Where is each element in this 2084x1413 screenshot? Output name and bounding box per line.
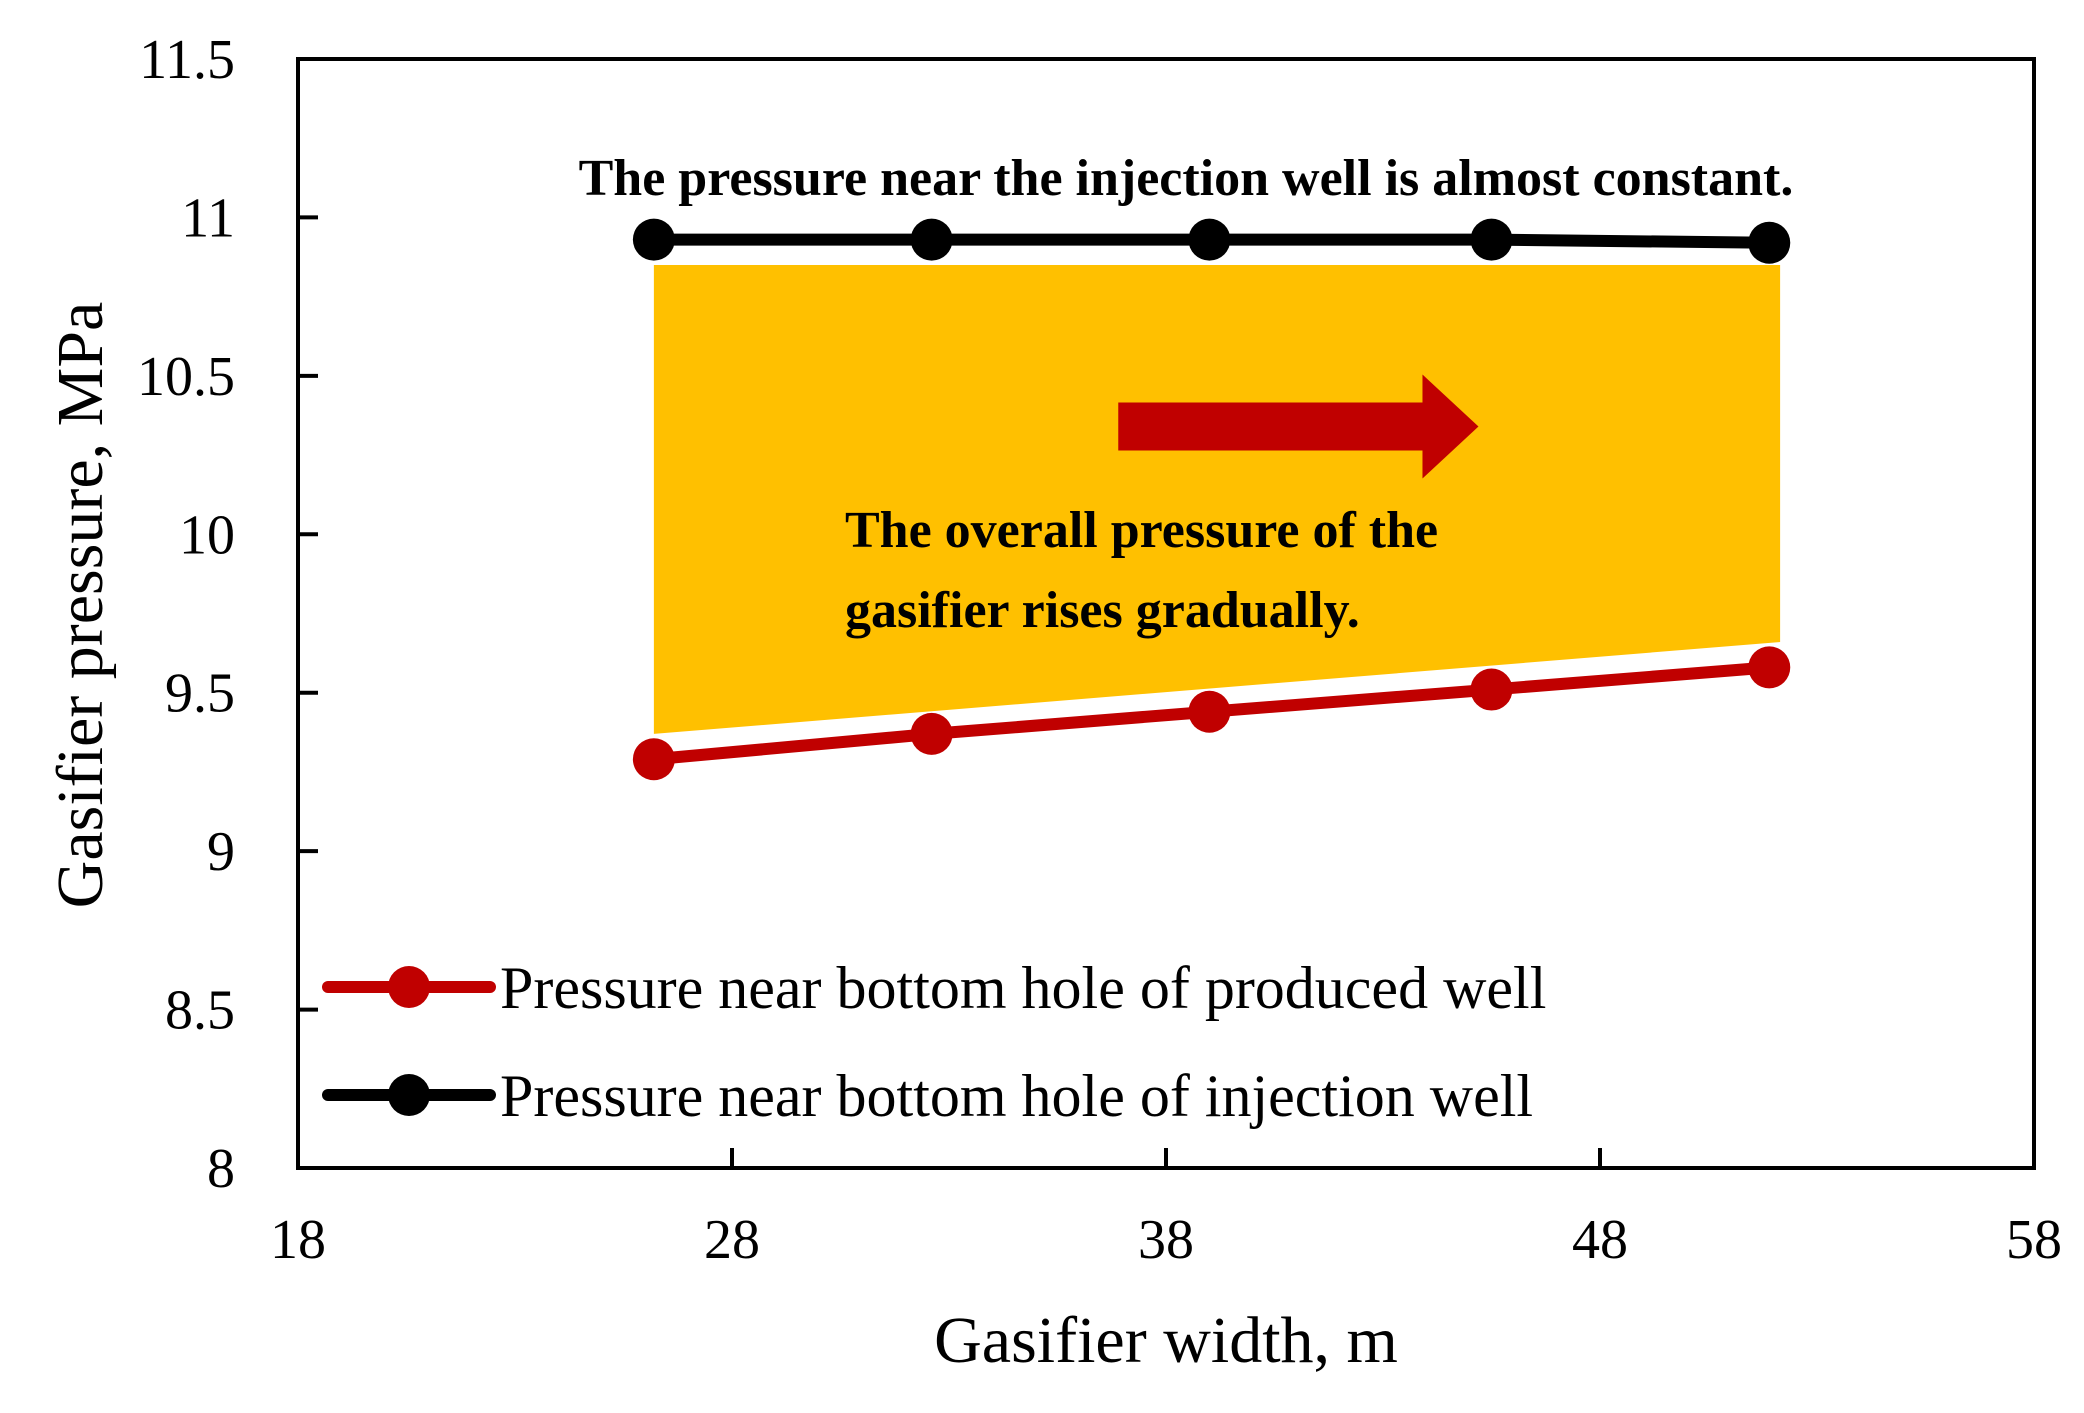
y-tick-labels: 8 8.5 9 9.5 10 10.5 11 11.5: [137, 29, 235, 1200]
legend: Pressure near bottom hole of produced we…: [322, 955, 1546, 1129]
x-tick-label: 48: [1572, 1209, 1628, 1271]
series-0-point: [632, 738, 675, 781]
y-tick-label: 11.5: [139, 29, 235, 91]
x-tick-label: 28: [704, 1209, 760, 1271]
y-tick-label: 8: [207, 1138, 235, 1200]
legend-marker-produced: [388, 966, 430, 1008]
y-tick-label: 11: [181, 187, 235, 249]
y-tick-label: 10: [179, 504, 235, 566]
series-0-point: [1188, 690, 1231, 733]
plot-layer: [296, 57, 2036, 1170]
trend-arrow: [1118, 374, 1479, 479]
x-tick-label: 58: [2006, 1209, 2062, 1271]
y-tick-label: 9: [207, 821, 235, 883]
series-layer: [632, 218, 1791, 781]
x-axis-title: Gasifier width, m: [934, 1304, 1398, 1377]
y-tick-label: 8.5: [165, 980, 235, 1042]
series-0-point: [1748, 646, 1791, 689]
annotation-middle-line2: gasifier rises gradually.: [845, 582, 1360, 639]
legend-label-produced: Pressure near bottom hole of produced we…: [500, 955, 1546, 1021]
x-tick-labels: 18 28 38 48 58: [270, 1209, 2062, 1271]
x-tick-label: 18: [270, 1209, 326, 1271]
legend-label-injection: Pressure near bottom hole of injection w…: [500, 1063, 1533, 1129]
y-tick-label: 10.5: [137, 346, 235, 408]
series-0-point: [1470, 668, 1513, 711]
series-1-point: [632, 218, 675, 261]
annotation-top: The pressure near the injection well is …: [579, 150, 1794, 207]
series-0-point: [910, 712, 953, 755]
x-tick-label: 38: [1138, 1209, 1194, 1271]
series-1-point: [1748, 221, 1791, 264]
annotation-middle-line1: The overall pressure of the: [845, 502, 1438, 559]
shaded-band: [653, 264, 1781, 734]
y-tick-label: 9.5: [165, 663, 235, 725]
y-axis-title: Gasifier pressure, MPa: [44, 302, 117, 909]
series-1-point: [1470, 218, 1513, 261]
series-1-point: [910, 218, 953, 261]
series-1-point: [1188, 218, 1231, 261]
legend-marker-injection: [388, 1074, 430, 1116]
